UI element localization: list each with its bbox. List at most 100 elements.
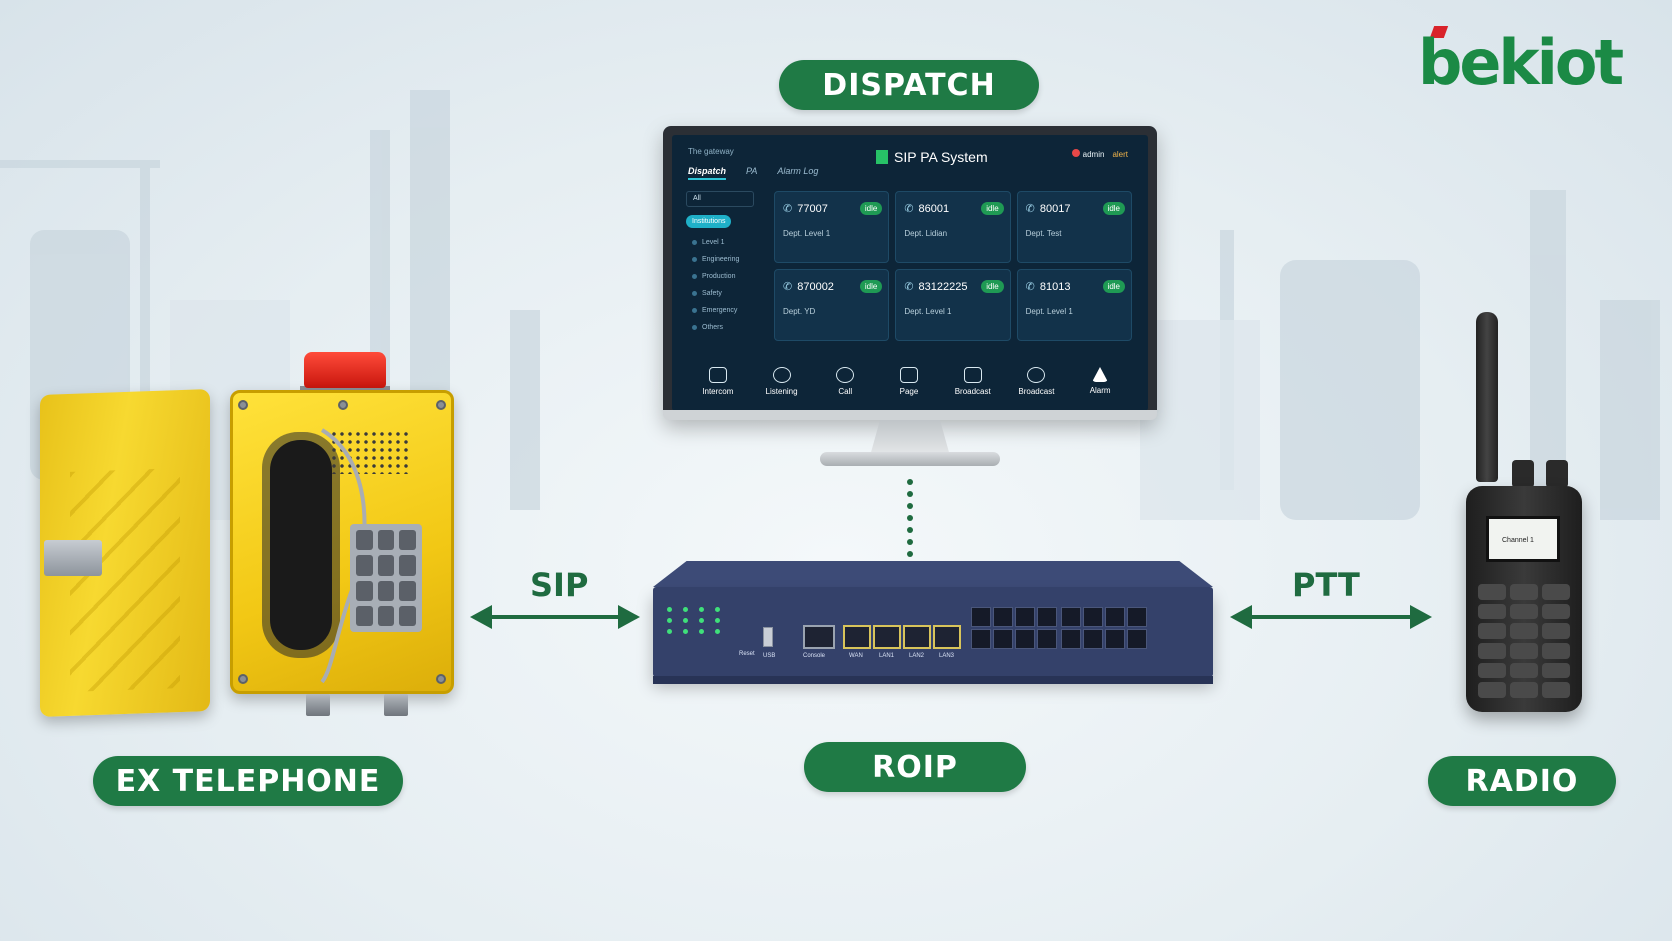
- red-beacon-light: [304, 352, 386, 388]
- extension-card[interactable]: ✆77007 idle Dept. Level 1: [774, 191, 890, 263]
- extension-card[interactable]: ✆870002 idle Dept. YD: [774, 269, 890, 341]
- sidebar-item-label: Emergency: [702, 307, 738, 314]
- radio-key: [1542, 662, 1570, 679]
- broadcast-button-2[interactable]: Broadcast: [1005, 359, 1069, 403]
- radio-key: [1542, 603, 1570, 620]
- sip-label: SIP: [530, 566, 589, 604]
- screw-icon: [436, 400, 446, 410]
- screw-icon: [436, 674, 446, 684]
- roip-device-top: [653, 561, 1213, 587]
- status-badge: idle: [859, 202, 883, 215]
- sidebar-item-others[interactable]: Others: [686, 319, 766, 336]
- led-icon: [699, 607, 704, 612]
- port: [993, 629, 1013, 649]
- radio-screen: [1486, 516, 1560, 562]
- port: [1061, 629, 1081, 649]
- extension-number: 86001: [918, 202, 950, 215]
- led-icon: [683, 629, 688, 634]
- listening-button[interactable]: Listening: [750, 359, 814, 403]
- port-bank-2: [1061, 607, 1147, 649]
- sidebar-item-label: Safety: [702, 290, 722, 297]
- extension-card[interactable]: ✆83122225 idle Dept. Level 1: [895, 269, 1011, 341]
- keypad-key: [399, 530, 416, 551]
- institutions-button[interactable]: Institutions: [686, 215, 732, 228]
- keypad-key: [356, 530, 373, 551]
- usb-label: USB: [763, 653, 776, 659]
- port: [1105, 629, 1125, 649]
- sidebar-item-production[interactable]: Production: [686, 268, 766, 285]
- port: [1037, 607, 1057, 627]
- bullet-icon: [692, 308, 697, 313]
- monitor-bezel: [663, 410, 1157, 420]
- port: [1105, 607, 1125, 627]
- radio-key: [1478, 643, 1506, 659]
- screen-sidebar: All Institutions Level 1 Engineering Pro…: [686, 191, 766, 339]
- port: [993, 607, 1013, 627]
- cable-gland: [306, 694, 330, 716]
- radio-key: [1510, 643, 1538, 659]
- radio-keypad: [1478, 584, 1570, 698]
- page-button[interactable]: Page: [877, 359, 941, 403]
- radio-key: [1478, 623, 1506, 639]
- user-area: admin alert: [1071, 149, 1128, 159]
- sidebar-item-level-1[interactable]: Level 1: [686, 234, 766, 251]
- screw-icon: [238, 674, 248, 684]
- radio-key: [1478, 682, 1506, 698]
- group-select[interactable]: All: [686, 191, 754, 207]
- broadcast-button[interactable]: Broadcast: [941, 359, 1005, 403]
- sidebar-item-label: Level 1: [702, 239, 725, 246]
- broadcast-label: Broadcast: [954, 386, 991, 396]
- tab-dispatch[interactable]: Dispatch: [688, 166, 727, 180]
- sidebar-item-engineering[interactable]: Engineering: [686, 251, 766, 268]
- ethernet-ports: [843, 625, 961, 649]
- extension-dept: Dept. Level 1: [1025, 307, 1073, 316]
- sidebar-item-safety[interactable]: Safety: [686, 285, 766, 302]
- alarm-button[interactable]: Alarm: [1068, 359, 1132, 403]
- admin-indicator[interactable]: admin: [1071, 149, 1105, 159]
- dispatch-screen: The gateway SIP PA System admin alert Di…: [672, 135, 1148, 411]
- dotted-connector: [907, 479, 913, 557]
- admin-status-icon: [1071, 149, 1080, 157]
- lan2-port: [903, 625, 931, 649]
- extension-card[interactable]: ✆81013 idle Dept. Level 1: [1016, 269, 1132, 341]
- radio-knob: [1512, 460, 1534, 488]
- extension-card[interactable]: ✆86001 idle Dept. Lidian: [895, 191, 1011, 263]
- phone-icon: ✆: [1025, 203, 1035, 215]
- wan-label: WAN: [849, 653, 863, 659]
- monitor-stand: [870, 420, 950, 456]
- screen-bottom-toolbar: Intercom Listening Call Page Broadcast B…: [686, 359, 1132, 403]
- radio-screen-text: Channel 1: [1502, 537, 1534, 544]
- extension-dept: Dept. Test: [1025, 229, 1062, 238]
- door-ribs: [70, 468, 180, 692]
- radio-key: [1510, 603, 1538, 620]
- keypad-key: [399, 580, 416, 601]
- port-bank-1: [971, 607, 1057, 649]
- screw-icon: [338, 400, 348, 410]
- bullet-icon: [692, 240, 697, 245]
- port: [1127, 607, 1147, 627]
- tab-pa[interactable]: PA: [746, 166, 758, 176]
- roip-device-foot: [653, 676, 1213, 684]
- alert-link[interactable]: alert: [1112, 149, 1128, 159]
- keypad-key: [377, 530, 395, 551]
- intercom-button[interactable]: Intercom: [686, 359, 750, 403]
- page-label: Page: [899, 386, 919, 396]
- keypad-key: [377, 580, 395, 601]
- sip-double-arrow: [470, 605, 640, 629]
- status-badge: idle: [1102, 202, 1125, 215]
- extension-dept: Dept. Level 1: [904, 307, 952, 316]
- roip-label: ROIP: [804, 742, 1026, 792]
- console-port: [803, 625, 835, 649]
- port: [1061, 607, 1081, 627]
- admin-name: admin: [1082, 150, 1105, 159]
- call-button[interactable]: Call: [813, 359, 877, 403]
- bell-icon: [1092, 367, 1109, 382]
- extension-card[interactable]: ✆80017 idle Dept. Test: [1016, 191, 1132, 263]
- gateway-label: The gateway: [688, 147, 734, 156]
- tab-alarm-log[interactable]: Alarm Log: [777, 166, 819, 176]
- sidebar-item-emergency[interactable]: Emergency: [686, 302, 766, 319]
- monitor-stand-base: [820, 452, 1000, 466]
- alarm-label: Alarm: [1089, 386, 1111, 395]
- status-badge: idle: [859, 280, 883, 293]
- radio-key: [1542, 623, 1570, 639]
